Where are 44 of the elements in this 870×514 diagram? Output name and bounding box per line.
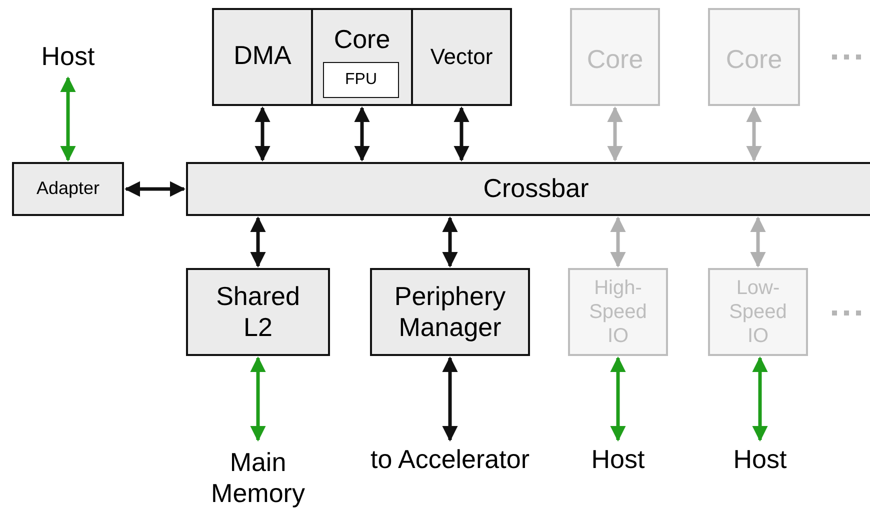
- box-label: FPU: [345, 70, 377, 90]
- double-arrow: [454, 106, 470, 162]
- endpoint-label: Main Memory: [208, 446, 308, 510]
- double-arrow: [354, 106, 370, 162]
- box-label: Crossbar: [483, 173, 589, 205]
- box-label: Shared L2: [215, 280, 301, 344]
- double-arrow: [60, 76, 76, 162]
- double-arrow: [746, 106, 762, 162]
- component-box: [12, 162, 124, 216]
- double-arrow: [610, 356, 626, 442]
- box-label: Adapter: [36, 178, 100, 200]
- endpoint-label: to Accelerator: [370, 444, 530, 476]
- component-box: [708, 268, 808, 356]
- double-arrow: [250, 356, 266, 442]
- double-arrow: [607, 106, 623, 162]
- double-arrow: [250, 216, 266, 268]
- component-box: [568, 268, 668, 356]
- box-label: Core: [726, 44, 782, 76]
- component-box: [411, 8, 512, 106]
- component-box: [370, 268, 530, 356]
- component-box: [708, 8, 800, 106]
- box-label: DMA: [234, 40, 292, 72]
- endpoint-label: Host: [41, 41, 95, 73]
- box-label: Vector: [430, 44, 493, 70]
- double-arrow: [124, 181, 186, 197]
- double-arrow: [610, 216, 626, 268]
- double-arrow: [752, 356, 768, 442]
- component-box: [323, 62, 399, 98]
- double-arrow: [750, 216, 766, 268]
- endpoint-label: Host: [733, 444, 787, 476]
- component-box: [186, 162, 870, 216]
- box-label: Periphery Manager: [393, 280, 507, 344]
- box-label: Core: [586, 44, 644, 76]
- double-arrow: [254, 106, 270, 162]
- box-label: High-Speed IO: [588, 276, 648, 348]
- double-arrow: [442, 216, 458, 268]
- double-arrow: [442, 356, 458, 442]
- box-label: Core: [334, 24, 390, 56]
- box-label: Low-Speed IO: [728, 276, 788, 348]
- component-box: [212, 8, 313, 106]
- component-box: [311, 8, 413, 106]
- component-box: [570, 8, 660, 106]
- component-box: [186, 268, 330, 356]
- endpoint-label: Host: [591, 444, 645, 476]
